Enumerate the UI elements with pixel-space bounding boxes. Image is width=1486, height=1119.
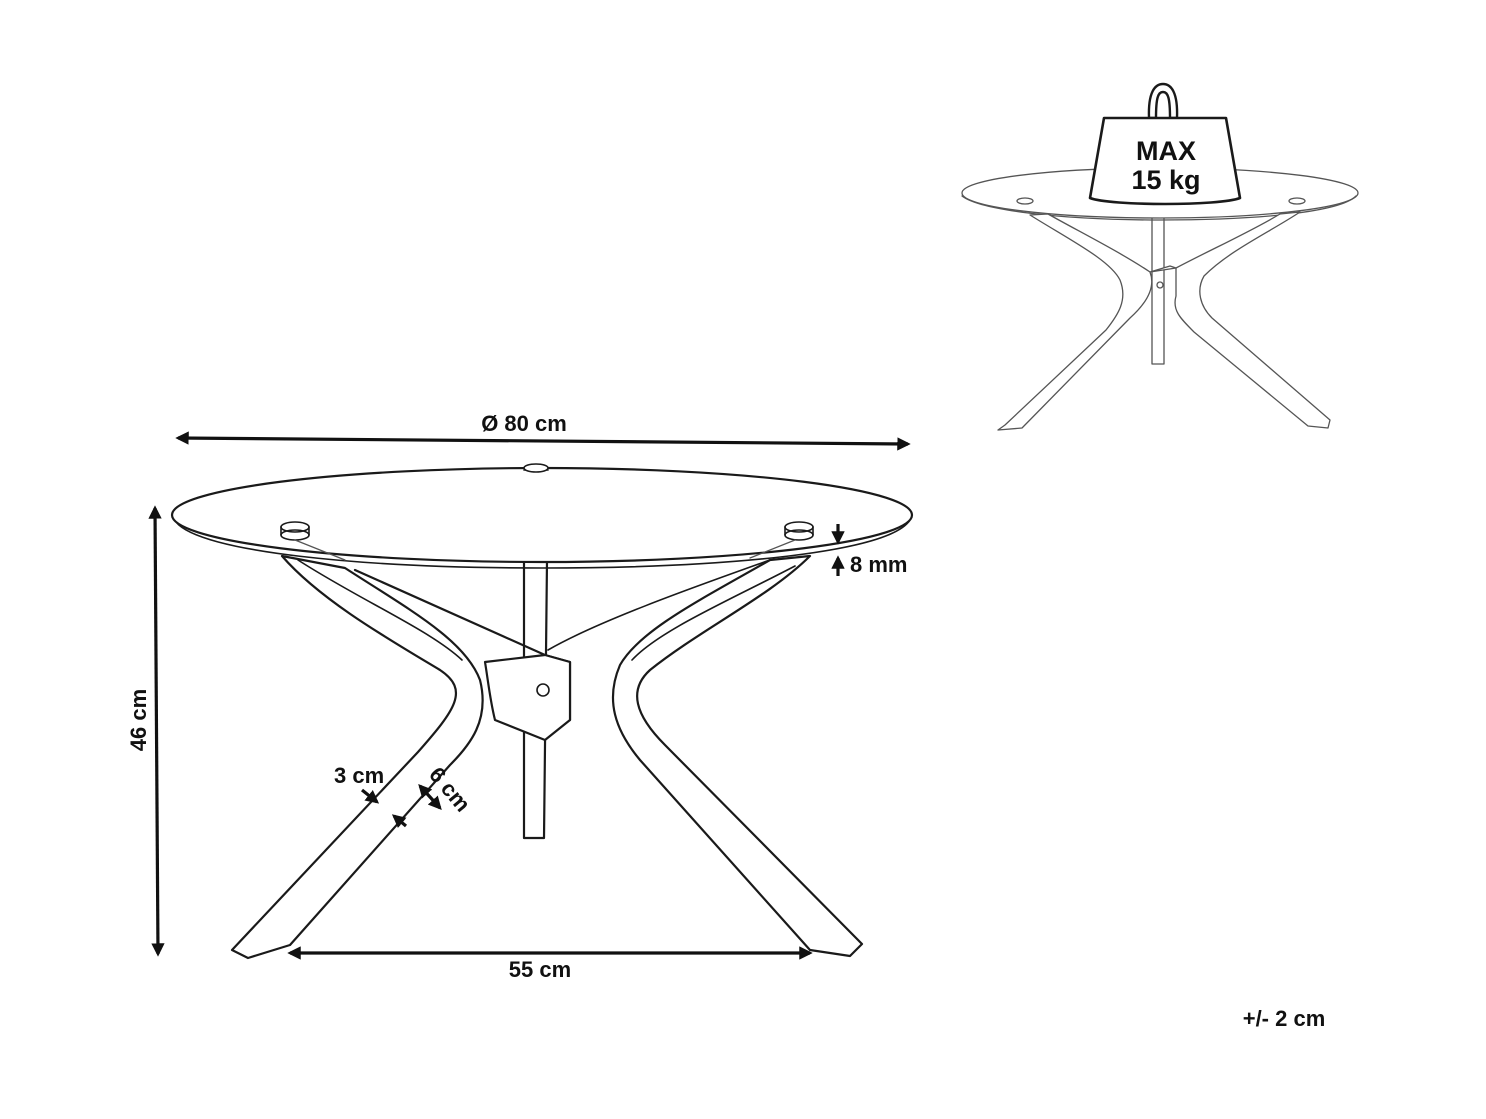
glass-pad-right [749, 521, 814, 559]
leg-span-label: 55 cm [509, 957, 571, 982]
leg-thickness-label: 3 cm [334, 763, 384, 788]
glass-thickness-label: 8 mm [850, 552, 907, 577]
glass-pad-left [280, 521, 346, 561]
dimension-glass-thickness: 8 mm [831, 524, 907, 577]
dimension-height: 46 cm [126, 505, 165, 957]
center-hub [353, 559, 771, 742]
weight-max-label: MAX [1136, 136, 1196, 166]
glass-top [170, 463, 914, 569]
dimension-leg-thickness: 3 cm [334, 763, 408, 829]
weight-capacity-illustration: MAX 15 kg [961, 82, 1359, 431]
front-leg-right [611, 554, 864, 958]
front-leg-left [230, 554, 484, 960]
tolerance-note: +/- 2 cm [1243, 1006, 1326, 1031]
diameter-label: Ø 80 cm [481, 411, 567, 436]
dimension-leg-span: 55 cm [287, 946, 813, 982]
weight-icon: MAX 15 kg [1088, 82, 1242, 206]
main-table-drawing [170, 463, 914, 960]
height-label: 46 cm [126, 689, 151, 751]
small-table [961, 167, 1359, 431]
dimension-diameter: Ø 80 cm [175, 411, 911, 451]
weight-value-label: 15 kg [1131, 165, 1200, 195]
